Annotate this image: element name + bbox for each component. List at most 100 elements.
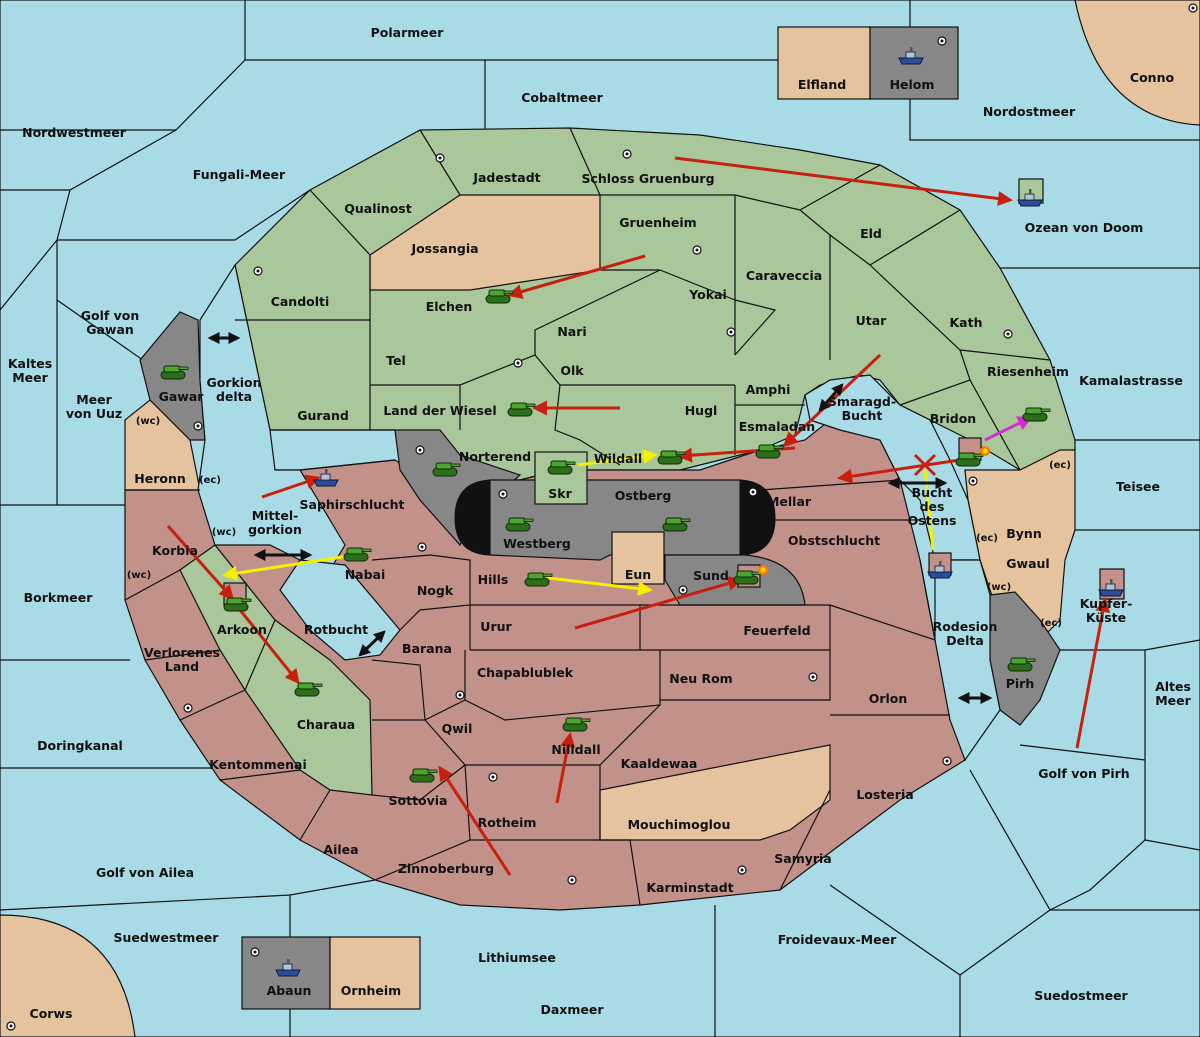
- land-label: Kath: [950, 315, 983, 330]
- tank-icon: [223, 597, 252, 612]
- land-label: Orlon: [869, 691, 908, 706]
- land-label: Chapablublek: [477, 665, 574, 680]
- land-label: (ec): [976, 533, 998, 544]
- land-label: Gruenheim: [619, 215, 696, 230]
- land-label: Bynn: [1006, 526, 1041, 541]
- land-label: Eld: [860, 226, 882, 241]
- land-label: Westberg: [503, 536, 571, 551]
- land-label: Caraveccia: [746, 268, 822, 283]
- land-label: Ornheim: [341, 983, 401, 998]
- sea-label: Teisee: [1116, 479, 1160, 494]
- corws-island: [0, 914, 136, 1037]
- sea-label: Kamalastrasse: [1079, 373, 1183, 388]
- tank-icon: [409, 768, 438, 783]
- land-label: Olk: [560, 363, 584, 378]
- land-label: Obstschlucht: [788, 533, 880, 548]
- land-label: (wc): [987, 582, 1011, 593]
- explosion-icon: [758, 565, 768, 575]
- land-label: Hugl: [685, 403, 718, 418]
- sea-label: Mittel-gorkion: [248, 508, 302, 537]
- land-label: Nari: [557, 324, 586, 339]
- land-label: Qwil: [442, 721, 473, 736]
- land-label: Rotheim: [478, 815, 537, 830]
- tank-icon: [160, 365, 189, 380]
- land-label: Samyria: [774, 851, 832, 866]
- land-label: Amphi: [746, 382, 791, 397]
- units: [160, 46, 1124, 977]
- sea-label: Conno: [1130, 70, 1175, 85]
- land-label: Jadestadt: [472, 170, 540, 185]
- land-label: Candolti: [271, 294, 330, 309]
- sea-label: Polarmeer: [371, 25, 445, 40]
- land-label: Helom: [890, 77, 935, 92]
- sea-label: Golf von Ailea: [96, 865, 194, 880]
- land-label: Saphirschlucht: [300, 497, 405, 512]
- tank-icon: [432, 462, 461, 477]
- land-label: Wildall: [594, 451, 642, 466]
- land-label: Ostberg: [615, 488, 672, 503]
- land-label: Esmaladan: [739, 419, 815, 434]
- sea-label: Nordostmeer: [983, 104, 1076, 119]
- elfland-box: [777, 26, 871, 100]
- sea-label: Lithiumsee: [478, 950, 556, 965]
- sea-label: Corws: [30, 1006, 73, 1021]
- land-label: Mellar: [767, 494, 812, 509]
- tank-icon: [505, 517, 534, 532]
- land-label: (wc): [212, 527, 236, 538]
- tank-icon: [547, 460, 576, 475]
- land-label: (ec): [1049, 460, 1071, 471]
- land-label: Qualinost: [344, 201, 411, 216]
- tank-icon: [1007, 657, 1036, 672]
- land-label: Schloss Gruenburg: [581, 171, 714, 186]
- sea-label: Doringkanal: [37, 738, 123, 753]
- tank-icon: [524, 572, 553, 587]
- tank-icon: [485, 289, 514, 304]
- sea-label: Suedostmeer: [1034, 988, 1128, 1003]
- sea-label: Rotbucht: [304, 622, 368, 637]
- land-label: (wc): [136, 416, 160, 427]
- land-label: Yokai: [688, 287, 727, 302]
- land-label: Hills: [478, 572, 509, 587]
- tank-icon: [294, 682, 323, 697]
- land-label: Skr: [548, 486, 572, 501]
- land-label: Ailea: [323, 842, 358, 857]
- land-label: Bridon: [930, 411, 976, 426]
- land-label: Feuerfeld: [743, 623, 810, 638]
- orders: [166, 156, 1111, 876]
- land-label: Nogk: [417, 583, 454, 598]
- land-label: Charaua: [297, 717, 355, 732]
- tank-icon: [507, 402, 536, 417]
- land-label: Kentommenai: [209, 757, 307, 772]
- sea-label: Golf von Pirh: [1038, 766, 1129, 781]
- land-label: Sottovia: [389, 793, 448, 808]
- land-label: Nabai: [345, 567, 386, 582]
- sea-label: Daxmeer: [540, 1002, 604, 1017]
- land-label: Mouchimoglou: [628, 817, 731, 832]
- land-label: Abaun: [267, 983, 312, 998]
- tank-icon: [733, 570, 762, 585]
- sea-label: Fungali-Meer: [193, 167, 286, 182]
- land-label: Nilldall: [551, 742, 600, 757]
- land-label: Sund: [693, 568, 729, 583]
- land-label: Arkoon: [217, 622, 267, 637]
- sea-label: Froidevaux-Meer: [778, 932, 897, 947]
- land-label: Land der Wiesel: [383, 403, 496, 418]
- land-label: Neu Rom: [669, 671, 732, 686]
- land-label: Elfland: [798, 77, 846, 92]
- conno-island: [1074, 0, 1200, 126]
- land-label: Gwaul: [1006, 556, 1049, 571]
- sea-label: Cobaltmeer: [521, 90, 603, 105]
- tank-icon: [755, 444, 784, 459]
- tank-icon: [1022, 407, 1051, 422]
- eun-box: [611, 531, 665, 585]
- land-label: Utar: [856, 313, 888, 328]
- tank-icon: [562, 717, 591, 732]
- land-label: Elchen: [426, 299, 473, 314]
